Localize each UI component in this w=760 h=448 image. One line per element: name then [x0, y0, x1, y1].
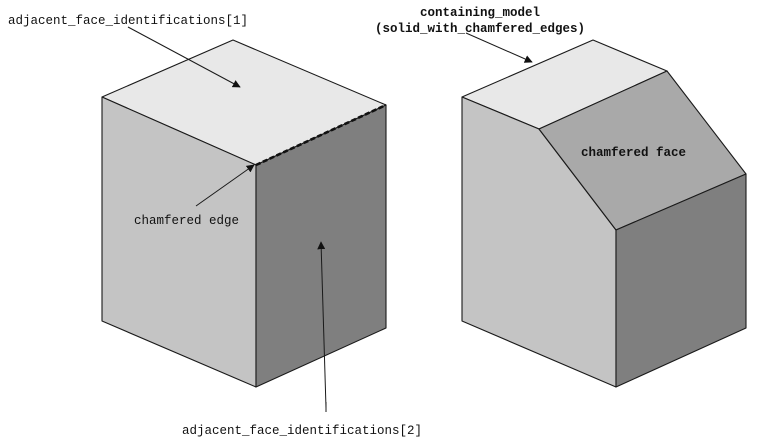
- chamfered-edge-line: [255, 103, 387, 167]
- right-block-right-face: [615, 173, 747, 388]
- label-adjacent-face-1: adjacent_face_identifications[1]: [8, 14, 248, 28]
- leader-adjacent-face-1: [127, 26, 241, 88]
- label-containing-model: containing_model: [420, 6, 540, 20]
- label-containing-model-type: (solid_with_chamfered_edges): [375, 22, 585, 36]
- left-block: [101, 39, 387, 388]
- leader-adjacent-face-2: [317, 241, 327, 409]
- label-chamfered-face: chamfered face: [581, 146, 686, 160]
- leader-containing-model: [465, 32, 533, 63]
- label-chamfered-edge: chamfered edge: [134, 214, 239, 228]
- leader-chamfered-edge: [195, 164, 255, 207]
- right-block: [461, 39, 747, 388]
- label-adjacent-face-2: adjacent_face_identifications[2]: [182, 424, 422, 438]
